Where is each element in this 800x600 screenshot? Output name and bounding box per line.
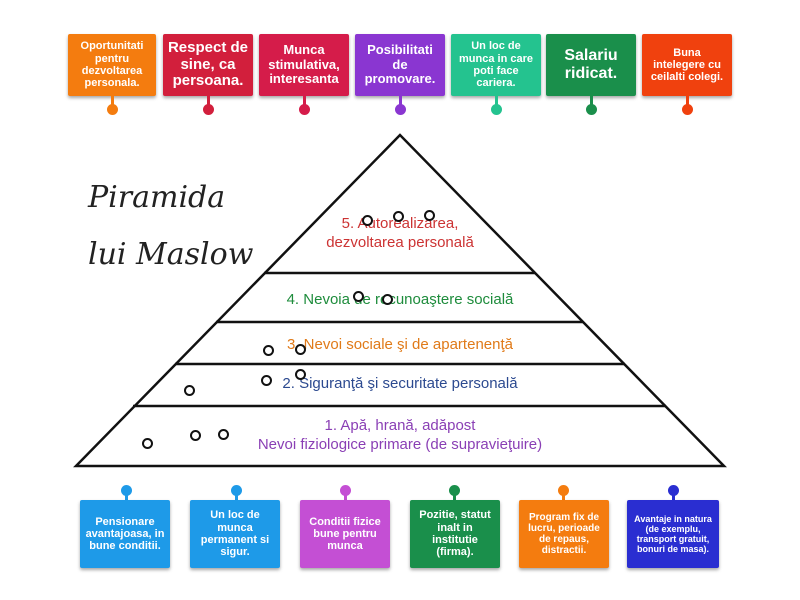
card-top-2-dot	[203, 104, 214, 115]
level-1-line-2: Nevoi fiziologice primare (de supravieţu…	[257, 436, 543, 453]
title-line-2: lui Maslow	[88, 237, 254, 272]
card-bottom-1[interactable]: Pensionare avantajoasa, in bune conditii…	[80, 500, 170, 568]
card-top-7-text: Buna intelegere cu ceilalti colegi.	[650, 46, 724, 84]
drop-target-pin[interactable]	[261, 375, 272, 386]
drop-target-pin[interactable]	[362, 215, 373, 226]
drop-target-pin[interactable]	[263, 345, 274, 356]
pyramid-outline	[73, 133, 727, 468]
drop-target-pin[interactable]	[353, 291, 364, 302]
card-bottom-6-dot	[668, 485, 679, 496]
drop-target-pin[interactable]	[393, 211, 404, 222]
drop-target-pin[interactable]	[142, 438, 153, 449]
card-bottom-6-stem	[672, 494, 675, 502]
card-top-3-text: Munca stimulativa, interesanta	[268, 42, 340, 87]
card-top-2[interactable]: Respect de sine, ca persoana.	[163, 34, 253, 96]
card-top-3-dot	[299, 104, 310, 115]
card-top-2-stem	[207, 96, 210, 106]
card-top-7-stem	[686, 96, 689, 106]
level-4-line-1: 4. Nevoia de recunoaştere socială	[286, 291, 514, 308]
card-bottom-4-dot	[449, 485, 460, 496]
card-top-1-dot	[107, 104, 118, 115]
card-bottom-5-stem	[562, 494, 565, 502]
card-bottom-1-stem	[125, 494, 128, 502]
card-top-4-stem	[399, 96, 402, 106]
card-bottom-4-stem	[453, 494, 456, 502]
level-3-text: 3. Nevoi sociale şi de apartenenţă	[170, 335, 630, 354]
card-bottom-1-text: Pensionare avantajoasa, in bune conditii…	[85, 515, 165, 553]
card-bottom-3-text: Conditii fizice bune pentru munca	[309, 515, 381, 553]
card-top-5-text: Un loc de munca in care poti face carier…	[459, 40, 533, 90]
card-bottom-5[interactable]: Program fix de lucru, perioade de repaus…	[519, 500, 609, 568]
card-top-4[interactable]: Posibilitati de promovare.	[355, 34, 445, 96]
card-top-4-text: Posibilitati de promovare.	[364, 42, 436, 87]
level-5-line-2: dezvoltarea personală	[326, 234, 474, 251]
drop-target-pin[interactable]	[218, 429, 229, 440]
level-1-line-1: 1. Apă, hrană, adăpost	[324, 417, 476, 434]
card-top-2-text: Respect de sine, ca persoana.	[167, 38, 249, 90]
drop-target-pin[interactable]	[190, 430, 201, 441]
card-bottom-1-dot	[121, 485, 132, 496]
card-bottom-2-text: Un loc de munca permanent si sigur.	[200, 509, 270, 559]
card-top-5-stem	[495, 96, 498, 106]
drop-target-pin[interactable]	[424, 210, 435, 221]
card-top-7[interactable]: Buna intelegere cu ceilalti colegi.	[642, 34, 732, 96]
card-bottom-5-dot	[558, 485, 569, 496]
card-top-6[interactable]: Salariu ridicat.	[546, 34, 636, 96]
level-3-line-1: 3. Nevoi sociale şi de apartenenţă	[287, 336, 513, 353]
card-bottom-2-dot	[231, 485, 242, 496]
card-bottom-5-text: Program fix de lucru, perioade de repaus…	[528, 511, 600, 557]
card-bottom-6-text: Avantaje in natura (de exemplu, transpor…	[634, 513, 712, 555]
card-top-3[interactable]: Munca stimulativa, interesanta	[259, 34, 349, 96]
drop-target-pin[interactable]	[382, 294, 393, 305]
card-top-6-stem	[590, 96, 593, 106]
card-bottom-3[interactable]: Conditii fizice bune pentru munca	[300, 500, 390, 568]
card-bottom-6[interactable]: Avantaje in natura (de exemplu, transpor…	[627, 500, 719, 568]
card-top-5-dot	[491, 104, 502, 115]
level-1-text: 1. Apă, hrană, adăpost Nevoi fiziologice…	[170, 416, 630, 454]
card-top-1[interactable]: Oportunitati pentru dezvoltarea personal…	[68, 34, 156, 96]
card-bottom-4[interactable]: Pozitie, statut inalt in institutie (fir…	[410, 500, 500, 568]
card-bottom-4-text: Pozitie, statut inalt in institutie (fir…	[419, 509, 491, 559]
title-line-1: Piramida	[88, 180, 226, 215]
card-bottom-2[interactable]: Un loc de munca permanent si sigur.	[190, 500, 280, 568]
drop-target-pin[interactable]	[295, 344, 306, 355]
card-top-3-stem	[303, 96, 306, 106]
level-2-line-1: 2. Siguranţă şi securitate personală	[282, 375, 518, 392]
drop-target-pin[interactable]	[184, 385, 195, 396]
card-top-6-dot	[586, 104, 597, 115]
level-2-text: 2. Siguranţă şi securitate personală	[170, 374, 630, 393]
drop-target-pin[interactable]	[295, 369, 306, 380]
card-top-4-dot	[395, 104, 406, 115]
card-bottom-3-dot	[340, 485, 351, 496]
card-top-5[interactable]: Un loc de munca in care poti face carier…	[451, 34, 541, 96]
card-top-7-dot	[682, 104, 693, 115]
level-4-text: 4. Nevoia de recunoaştere socială	[170, 290, 630, 309]
card-top-1-text: Oportunitati pentru dezvoltarea personal…	[80, 40, 144, 90]
card-top-1-stem	[111, 96, 114, 106]
card-bottom-2-stem	[235, 494, 238, 502]
card-bottom-3-stem	[344, 494, 347, 502]
card-top-6-text: Salariu ridicat.	[564, 47, 618, 82]
